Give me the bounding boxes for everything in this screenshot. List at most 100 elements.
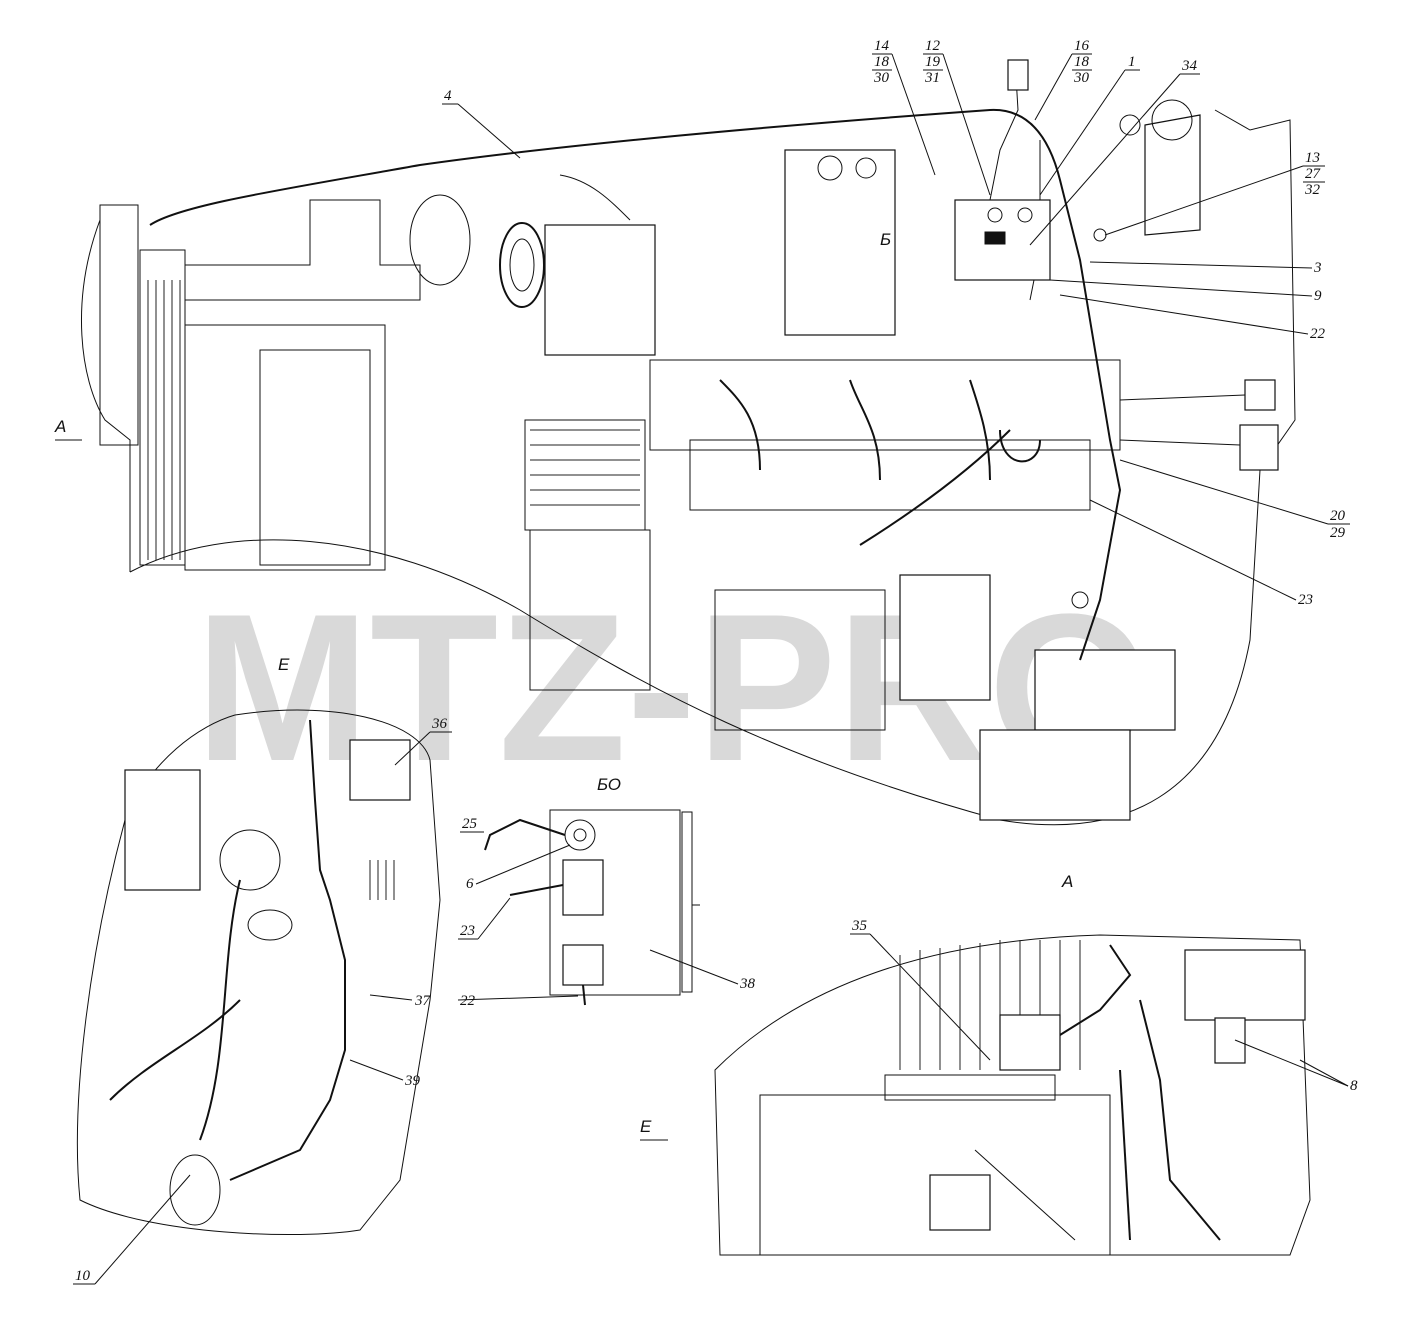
svg-text:3: 3 bbox=[1313, 260, 1322, 276]
callout-37: 37 bbox=[369, 993, 432, 1009]
connector-right-lower bbox=[1239, 424, 1279, 471]
view-label-a: А bbox=[1061, 872, 1073, 891]
main-harness bbox=[149, 108, 1122, 661]
fuel-filter bbox=[899, 574, 991, 701]
connector-36 bbox=[349, 739, 411, 801]
view-a-outline bbox=[714, 934, 1311, 1256]
callout-23-main: 23 bbox=[1089, 499, 1313, 608]
injector-pipes bbox=[719, 379, 1041, 546]
svg-text:18: 18 bbox=[874, 54, 890, 70]
svg-text:30: 30 bbox=[873, 70, 890, 86]
svg-text:34: 34 bbox=[1181, 58, 1198, 74]
callout-35: 35 bbox=[850, 918, 991, 1061]
svg-text:31: 31 bbox=[924, 70, 940, 86]
starter-solenoid bbox=[979, 729, 1131, 821]
radiator-core bbox=[139, 249, 186, 566]
svg-text:25: 25 bbox=[462, 816, 478, 832]
engine-front-panel bbox=[184, 324, 386, 571]
callout-38: 38 bbox=[649, 949, 756, 992]
svg-text:23: 23 bbox=[1298, 592, 1313, 608]
starter-motor bbox=[1034, 649, 1176, 731]
engine-side-panel bbox=[259, 349, 371, 566]
compressor-lower bbox=[529, 529, 651, 691]
svg-text:10: 10 bbox=[75, 1268, 91, 1284]
callout-3: 3 bbox=[1089, 260, 1322, 276]
callout-22-main: 22 bbox=[1059, 294, 1326, 342]
detail-view-bo bbox=[484, 809, 700, 1006]
svg-text:14: 14 bbox=[874, 38, 890, 54]
view-label-bo: БО bbox=[597, 775, 621, 794]
svg-text:18: 18 bbox=[1074, 54, 1090, 70]
pulley bbox=[499, 222, 545, 308]
svg-text:39: 39 bbox=[404, 1073, 421, 1089]
view-labels: А Б БО Е А Е bbox=[54, 230, 1073, 1141]
svg-text:8: 8 bbox=[1350, 1078, 1358, 1094]
callout-8: 8 bbox=[1234, 1039, 1358, 1094]
svg-text:6: 6 bbox=[466, 876, 474, 892]
view-label-e: Е bbox=[640, 1117, 652, 1136]
view-label-main: А bbox=[54, 417, 66, 436]
callout-12-19-31: 12 19 31 bbox=[923, 38, 991, 196]
view-a-tank bbox=[759, 1094, 1111, 1256]
radiator-fins bbox=[147, 280, 181, 560]
sensor-35 bbox=[999, 1014, 1061, 1071]
svg-text:29: 29 bbox=[1330, 525, 1346, 541]
svg-text:4: 4 bbox=[444, 88, 452, 104]
callout-9: 9 bbox=[1049, 279, 1322, 304]
bracket-8 bbox=[1184, 949, 1306, 1021]
valve-cover-block bbox=[784, 149, 896, 336]
view-label-b: Б bbox=[880, 230, 891, 249]
intake-pipe-end bbox=[409, 194, 471, 286]
intake-duct bbox=[184, 199, 421, 301]
detail-e-block bbox=[124, 769, 201, 891]
view-label-e-detail: Е bbox=[278, 655, 290, 674]
callout-23-detail: 23 bbox=[458, 897, 511, 940]
svg-text:22: 22 bbox=[460, 993, 476, 1009]
callout-16-18-30: 16 18 30 bbox=[1034, 38, 1092, 121]
callout-6: 6 bbox=[466, 844, 571, 892]
svg-text:13: 13 bbox=[1305, 150, 1320, 166]
connector-23 bbox=[562, 859, 604, 916]
pulley-small bbox=[247, 909, 293, 941]
callout-14-18-30: 14 18 30 bbox=[872, 38, 936, 176]
main-view-outline bbox=[81, 109, 1296, 826]
callout-13-27-32: 13 27 32 bbox=[1104, 150, 1325, 236]
cylinder-head bbox=[649, 359, 1121, 451]
connector-right-upper bbox=[1244, 379, 1276, 411]
svg-text:23: 23 bbox=[460, 923, 475, 939]
detail-view-a bbox=[714, 934, 1311, 1256]
callouts: 14 18 30 12 19 31 16 18 30 1 bbox=[73, 38, 1358, 1285]
relay-plate bbox=[549, 809, 681, 996]
svg-text:9: 9 bbox=[1314, 288, 1322, 304]
sensor-top bbox=[1007, 59, 1029, 91]
svg-text:32: 32 bbox=[1304, 182, 1321, 198]
connector-22 bbox=[562, 944, 604, 986]
callout-39: 39 bbox=[349, 1059, 421, 1089]
svg-text:27: 27 bbox=[1305, 166, 1322, 182]
callout-4: 4 bbox=[442, 88, 521, 159]
svg-text:30: 30 bbox=[1073, 70, 1090, 86]
svg-text:35: 35 bbox=[851, 918, 868, 934]
svg-text:38: 38 bbox=[739, 976, 756, 992]
compressor-body bbox=[544, 224, 656, 356]
callout-1: 1 bbox=[1039, 54, 1140, 196]
svg-text:1: 1 bbox=[1128, 54, 1136, 70]
detail-view-e bbox=[76, 709, 441, 1236]
callout-10: 10 bbox=[73, 1174, 191, 1285]
expansion-tank bbox=[1144, 114, 1201, 236]
svg-text:12: 12 bbox=[925, 38, 941, 54]
svg-text:19: 19 bbox=[925, 54, 941, 70]
view-a-valve bbox=[929, 1174, 991, 1231]
compressor-fins bbox=[530, 429, 640, 506]
callout-36: 36 bbox=[394, 716, 452, 766]
svg-text:22: 22 bbox=[1310, 326, 1326, 342]
svg-text:16: 16 bbox=[1074, 38, 1090, 54]
callout-22-detail: 22 bbox=[457, 993, 579, 1009]
injection-manifold bbox=[689, 439, 1091, 511]
callout-34: 34 bbox=[1029, 58, 1200, 246]
callout-20-29: 20 29 bbox=[1119, 459, 1350, 541]
radiator-frame bbox=[99, 204, 139, 446]
svg-text:20: 20 bbox=[1330, 508, 1346, 524]
svg-text:37: 37 bbox=[414, 993, 432, 1009]
